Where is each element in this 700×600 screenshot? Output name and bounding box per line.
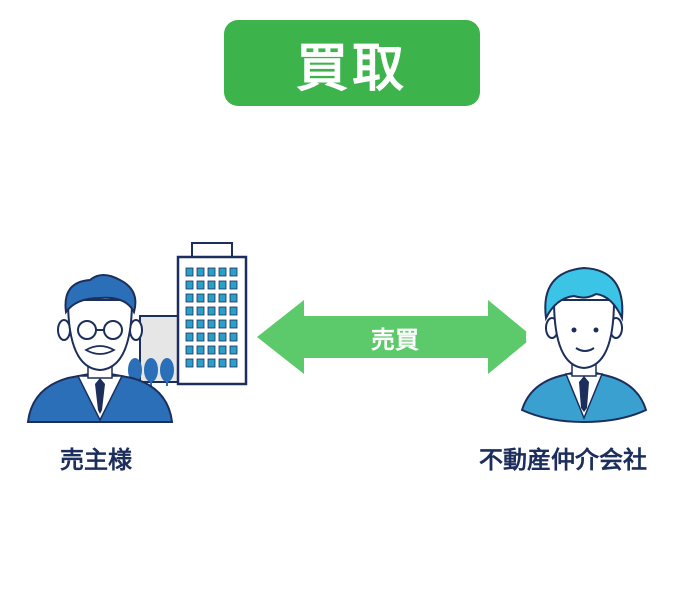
building-window xyxy=(196,332,205,342)
title-text: 買取 xyxy=(295,38,408,99)
building-window xyxy=(185,345,194,355)
building-window xyxy=(229,280,238,290)
building-window xyxy=(185,306,194,316)
building-window xyxy=(218,280,227,290)
building-window xyxy=(218,319,227,329)
building-window xyxy=(218,306,227,316)
title-badge: 買取 xyxy=(224,20,480,106)
bidirectional-arrow xyxy=(257,300,533,374)
building-window xyxy=(207,293,216,303)
building-window xyxy=(196,358,205,368)
building-window xyxy=(196,280,205,290)
agent-label: 不動産仲介会社 xyxy=(479,446,647,474)
building-window xyxy=(196,319,205,329)
building-window xyxy=(229,332,238,342)
building-window xyxy=(218,345,227,355)
building-window xyxy=(185,293,194,303)
building-window xyxy=(229,358,238,368)
building-window xyxy=(218,293,227,303)
building-window xyxy=(218,267,227,277)
building-window xyxy=(229,267,238,277)
building-window xyxy=(207,306,216,316)
building-window xyxy=(218,332,227,342)
building-window xyxy=(207,358,216,368)
building-window xyxy=(207,280,216,290)
building-window xyxy=(185,280,194,290)
building-window xyxy=(207,267,216,277)
building-window xyxy=(207,345,216,355)
building-window xyxy=(229,306,238,316)
building-window xyxy=(185,267,194,277)
building-window xyxy=(185,358,194,368)
building-window xyxy=(229,345,238,355)
seller-label: 売主様 xyxy=(60,446,132,474)
building-icon xyxy=(128,242,248,386)
building-window xyxy=(185,319,194,329)
arrow-label: 売買 xyxy=(371,326,419,354)
building-window xyxy=(207,319,216,329)
building-window xyxy=(196,293,205,303)
agent-person-icon xyxy=(520,266,648,424)
building-window xyxy=(196,345,205,355)
building-window xyxy=(196,306,205,316)
building-window xyxy=(207,332,216,342)
building-window xyxy=(229,293,238,303)
seller-person-icon xyxy=(26,274,174,423)
building-window xyxy=(229,319,238,329)
building-window xyxy=(218,358,227,368)
building-window xyxy=(196,267,205,277)
building-window xyxy=(185,332,194,342)
